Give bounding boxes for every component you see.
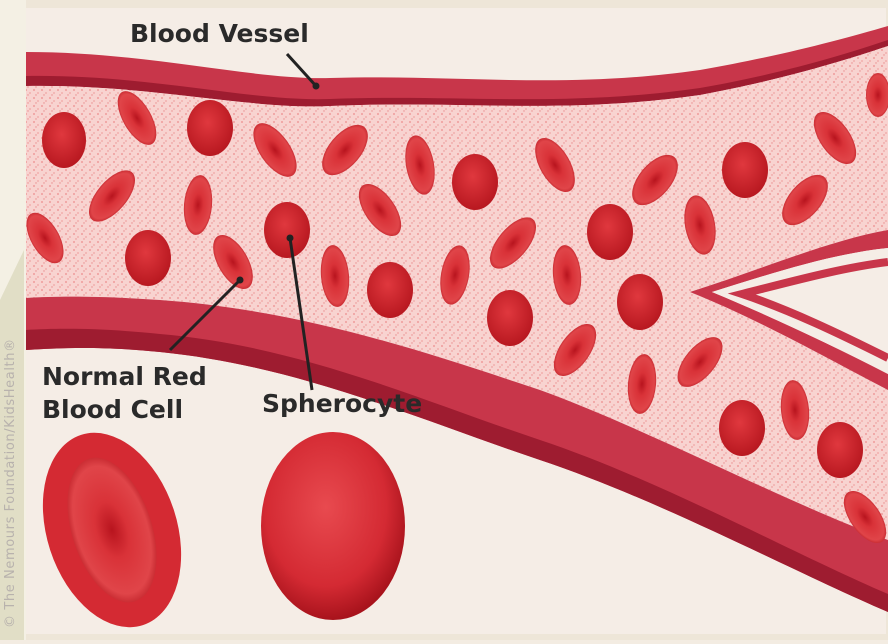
spherocyte-cell	[487, 290, 533, 346]
label-normal-red-blood-cell-line2: Blood Cell	[42, 395, 183, 424]
leader-dot	[237, 277, 244, 284]
spherocyte-cell	[722, 142, 768, 198]
spherocyte-cell	[125, 230, 171, 286]
copyright-credit: © The Nemours Foundation/KidsHealth®	[3, 188, 19, 628]
large-spherocyte	[261, 432, 405, 620]
spherocyte-cell	[817, 422, 863, 478]
spherocyte-cell	[587, 204, 633, 260]
label-blood-vessel: Blood Vessel	[130, 19, 309, 48]
spherocyte-cell	[264, 202, 310, 258]
leader-dot	[287, 235, 294, 242]
spherocyte-cell	[719, 400, 765, 456]
leader-dot	[313, 83, 320, 90]
label-normal-red-blood-cell-line1: Normal Red	[42, 362, 207, 391]
label-spherocyte: Spherocyte	[262, 389, 422, 418]
spherocyte-cell	[187, 100, 233, 156]
spherocyte-cell	[42, 112, 86, 168]
spherocyte-cell	[367, 262, 413, 318]
spherocyte-cell	[452, 154, 498, 210]
spherocyte-cell	[617, 274, 663, 330]
